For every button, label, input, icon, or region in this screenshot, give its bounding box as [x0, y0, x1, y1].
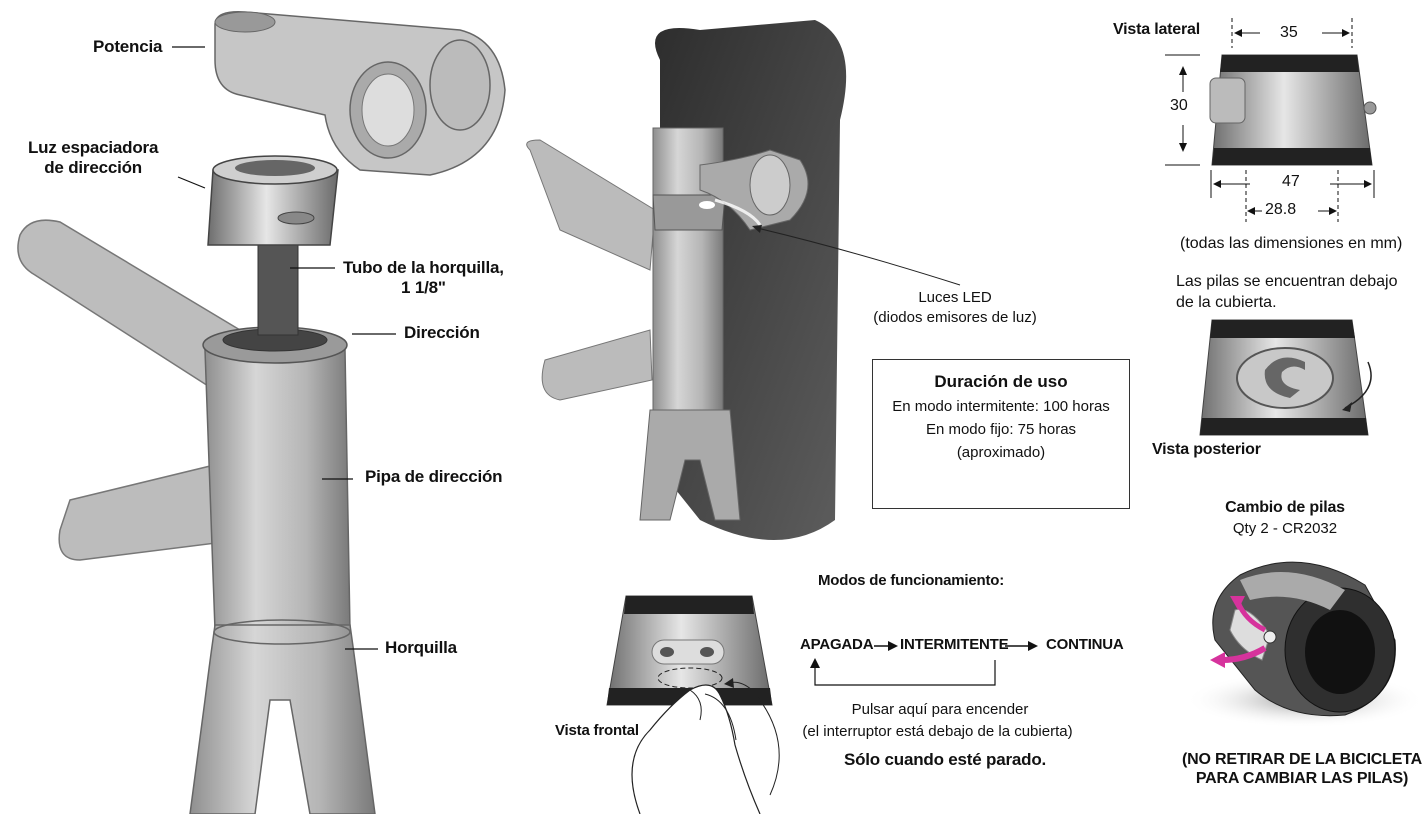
usage-title: Duración de uso [873, 372, 1129, 392]
units-note: (todas las dimensiones en mm) [1180, 234, 1402, 255]
label-leds: Luces LED (diodos emisores de luz) [860, 288, 1050, 327]
front-view-title: Vista frontal [555, 722, 639, 740]
mode-off: APAGADA [800, 636, 873, 654]
label-leds-title: Luces LED [860, 288, 1050, 308]
press-here-note: Pulsar aquí para encender [780, 700, 1100, 720]
only-stopped-note: Sólo cuando esté parado. [800, 750, 1090, 770]
label-headset: Dirección [404, 323, 480, 343]
label-stem: Potencia [93, 37, 162, 57]
switch-note: (el interruptor está debajo de la cubier… [775, 722, 1100, 742]
mode-blink: INTERMITENTE [900, 636, 1008, 654]
usage-line-steady: En modo fijo: 75 horas [873, 421, 1129, 438]
usage-duration-box: Duración de uso En modo intermitente: 10… [872, 359, 1130, 509]
dim-top: 35 [1280, 24, 1298, 42]
label-fork: Horquilla [385, 638, 457, 658]
mode-steady: CONTINUA [1046, 636, 1124, 654]
usage-line-blink: En modo intermitente: 100 horas [873, 398, 1129, 415]
label-steerer-tube: Tubo de la horquilla, 1 1/8" [343, 258, 504, 299]
side-view-title: Vista lateral [1113, 20, 1200, 39]
dim-bottom: 47 [1282, 173, 1300, 191]
label-leds-sub: (diodos emisores de luz) [860, 308, 1050, 328]
night-render [527, 20, 846, 540]
front-view-diagram [607, 596, 779, 814]
modes-title: Modos de funcionamiento: [818, 572, 1004, 590]
rear-view-diagram [1200, 320, 1371, 435]
dim-inner: 28.8 [1265, 201, 1296, 219]
label-head-tube: Pipa de dirección [365, 467, 502, 487]
batteries-note: Las pilas se encuentran debajo de la cub… [1176, 272, 1398, 314]
battery-change-render [1185, 562, 1425, 728]
rear-view-title: Vista posterior [1152, 440, 1261, 459]
label-spacer-light: Luz espaciadora de dirección [28, 138, 158, 179]
steerer-tube-shape [258, 245, 298, 335]
frame-sketch [18, 220, 375, 814]
battery-qty: Qty 2 - CR2032 [1200, 519, 1370, 539]
stem-shape [215, 12, 505, 175]
spacer-light-shape [208, 156, 338, 245]
battery-warning: (NO RETIRAR DE LA BICICLETA PARA CAMBIAR… [1182, 750, 1422, 788]
battery-change-title: Cambio de pilas [1200, 498, 1370, 517]
side-view-diagram [1165, 18, 1376, 222]
usage-line-approx: (aproximado) [873, 444, 1129, 461]
dim-height: 30 [1170, 97, 1188, 115]
